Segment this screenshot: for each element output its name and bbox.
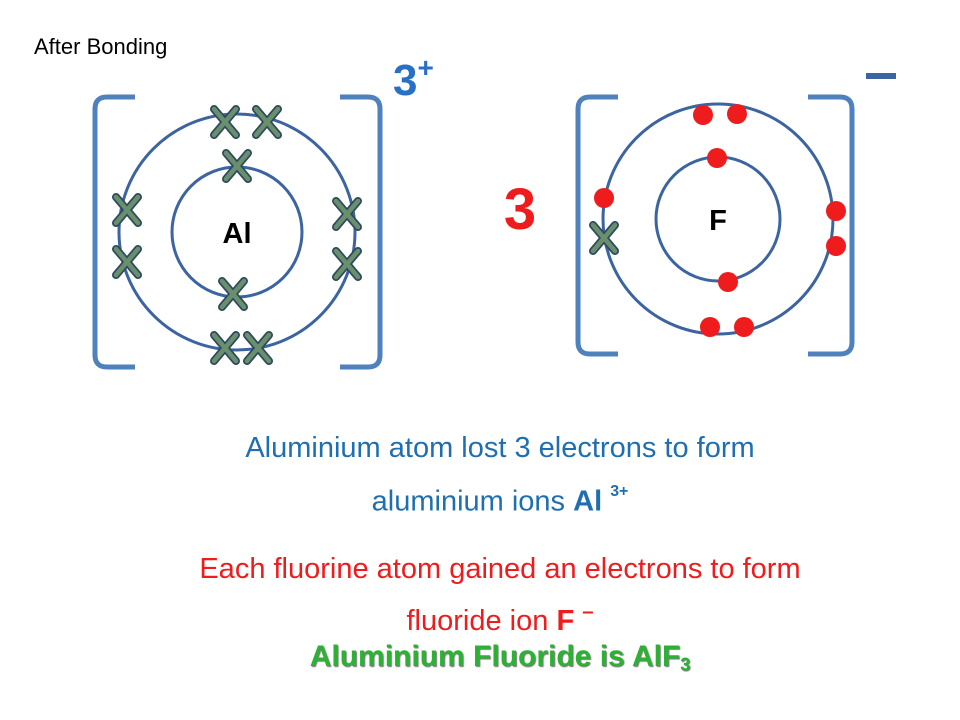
fluorine-electron-dot: [707, 148, 727, 168]
aluminium-right-bracket: [340, 94, 383, 370]
conclusion-subscript: 3: [680, 654, 691, 675]
fluorine-explanation: Each fluorine atom gained an electrons t…: [60, 548, 940, 643]
fluorine-right-bracket: [808, 94, 855, 357]
aluminium-charge: 3+: [393, 52, 434, 105]
conclusion: Aluminium Fluoride is AlF3: [309, 640, 691, 675]
fluorine-left-bracket: [575, 94, 618, 357]
aluminium-electron-cross: [214, 109, 236, 135]
aluminium-electron-cross: [256, 109, 278, 135]
fluorine-electron-dot: [826, 201, 846, 221]
aluminium-symbol: Al: [223, 218, 252, 250]
fluorine-count: 3: [504, 177, 536, 242]
fluorine-symbol: F: [709, 205, 727, 237]
fluorine-electron-dot: [693, 105, 713, 125]
bonding-diagram: Al 3+ F 3: [92, 52, 896, 370]
fluorine-electron-dot: [594, 188, 614, 208]
fluorine-electron-dot: [826, 236, 846, 256]
fluorine-electron-dot: [734, 317, 754, 337]
fluorine-explanation-line1: Each fluorine atom gained an electrons t…: [199, 553, 801, 585]
fluorine-electron-dot: [718, 272, 738, 292]
fluorine-electron-dot: [700, 317, 720, 337]
fluorine-electron-dot: [727, 104, 747, 124]
aluminium-electron-cross: [222, 281, 244, 307]
fluorine-atom: F 3: [504, 73, 896, 357]
aluminium-ion-symbol: Al: [573, 485, 603, 518]
aluminium-explanation-line2: aluminium ions Al 3+: [371, 483, 629, 518]
aluminium-explanation-line1: Aluminium atom lost 3 electrons to form: [245, 432, 755, 464]
fluorine-explanation-line2: fluoride ion F –: [406, 601, 594, 638]
fluoride-ion-symbol: F: [556, 605, 575, 638]
aluminium-left-bracket: [92, 94, 135, 370]
aluminium-electron-cross: [116, 197, 138, 223]
aluminium-atom: Al 3+: [92, 52, 434, 370]
fluoride-ion-charge: –: [582, 601, 594, 623]
aluminium-charge-sign: +: [417, 52, 433, 83]
heading: After Bonding: [34, 34, 168, 59]
aluminium-ion-charge: 3+: [610, 483, 629, 500]
aluminium-explanation: Aluminium atom lost 3 electrons to form …: [60, 427, 940, 523]
